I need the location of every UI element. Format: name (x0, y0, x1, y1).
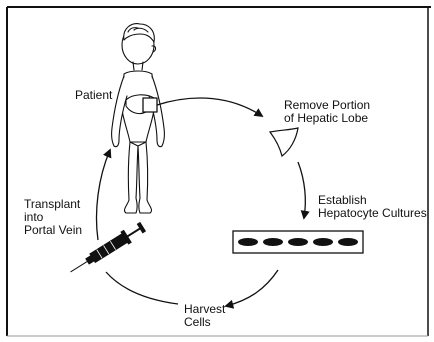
hepatic-lobe-portion (270, 128, 298, 156)
arrow-harvest-to-syringe (106, 272, 178, 304)
label-harvest-cells: Harvest Cells (184, 303, 225, 329)
label-remove-line2: of Hepatic Lobe (284, 112, 370, 125)
label-transplant: Transplant into Portal Vein (24, 198, 82, 237)
figure-frame (7, 7, 431, 336)
label-transplant-line3: Portal Vein (24, 224, 82, 237)
arrow-biopsy-to-portion (157, 98, 262, 116)
culture-cell (288, 238, 308, 246)
label-establish-cultures: Establish Hepatocyte Cultures (318, 194, 427, 220)
culture-cell (238, 238, 258, 246)
arrow-syringe-to-patient (97, 150, 111, 240)
hepatocyte-culture-dish (233, 231, 363, 253)
culture-cell (263, 238, 283, 246)
arrow-culture-to-harvest (226, 270, 278, 306)
label-establish-line2: Hepatocyte Cultures (318, 207, 427, 220)
culture-cell (313, 238, 333, 246)
arrow-portion-to-culture (298, 162, 305, 218)
label-remove-portion: Remove Portion of Hepatic Lobe (284, 99, 370, 125)
patient-child-figure (112, 24, 165, 213)
label-patient: Patient (75, 89, 112, 102)
label-harvest-line2: Cells (184, 316, 225, 329)
culture-cell (338, 238, 358, 246)
